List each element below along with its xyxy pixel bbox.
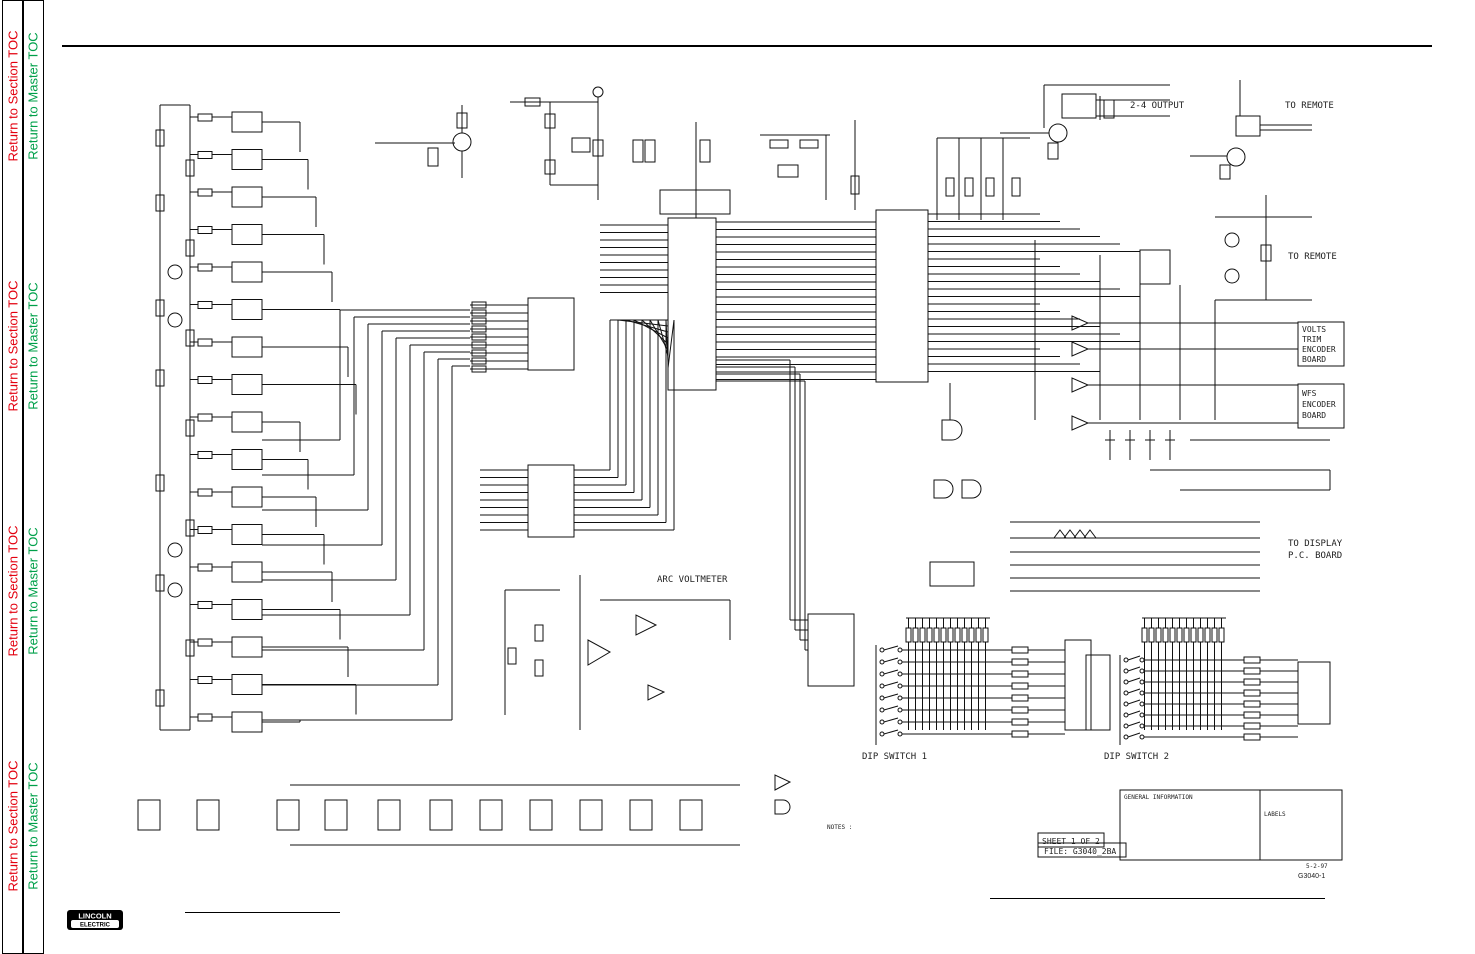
header-rule <box>62 45 1432 47</box>
label-sheet: SHEET 1 OF 2 <box>1042 837 1100 846</box>
footer-rule-left <box>185 912 340 913</box>
label-volts-trim-0: VOLTS <box>1302 325 1326 334</box>
label-volts-trim-1: TRIM <box>1302 335 1321 344</box>
footer-rule-right <box>990 898 1325 899</box>
label-arc-voltmeter: ARC VOLTMETER <box>657 575 728 585</box>
label-to-display: TO DISPLAY <box>1288 539 1343 549</box>
label-notes: NOTES : <box>827 824 852 831</box>
label-2-4-output: 2-4 OUTPUT <box>1130 101 1185 111</box>
lincoln-electric-logo: LINCOLN ELECTRIC <box>67 910 123 930</box>
label-to-remote-1: TO REMOTE <box>1285 101 1334 111</box>
logo-text-lincoln: LINCOLN <box>78 912 111 921</box>
label-to-remote-2: TO REMOTE <box>1288 252 1337 262</box>
optocoupler-column <box>155 111 357 733</box>
label-date: 5-2-97 <box>1306 863 1328 870</box>
label-wfs-1: ENCODER <box>1302 400 1336 409</box>
label-wfs-2: BOARD <box>1302 411 1326 420</box>
label-general-information: GENERAL INFORMATION <box>1124 794 1193 801</box>
label-dip-switch-1: DIP SWITCH 1 <box>862 752 927 762</box>
label-drawing-number: G3040-1 <box>1298 873 1325 880</box>
label-volts-trim-3: BOARD <box>1302 355 1326 364</box>
label-pc-board: P.C. BOARD <box>1288 551 1342 561</box>
label-wfs-0: WFS <box>1302 389 1317 398</box>
label-dip-switch-2: DIP SWITCH 2 <box>1104 752 1169 762</box>
label-labels: LABELS <box>1264 811 1286 818</box>
logo-text-electric: ELECTRIC <box>80 923 111 929</box>
label-file: FILE: G3040_2BA <box>1044 847 1116 856</box>
label-volts-trim-2: ENCODER <box>1302 345 1336 354</box>
